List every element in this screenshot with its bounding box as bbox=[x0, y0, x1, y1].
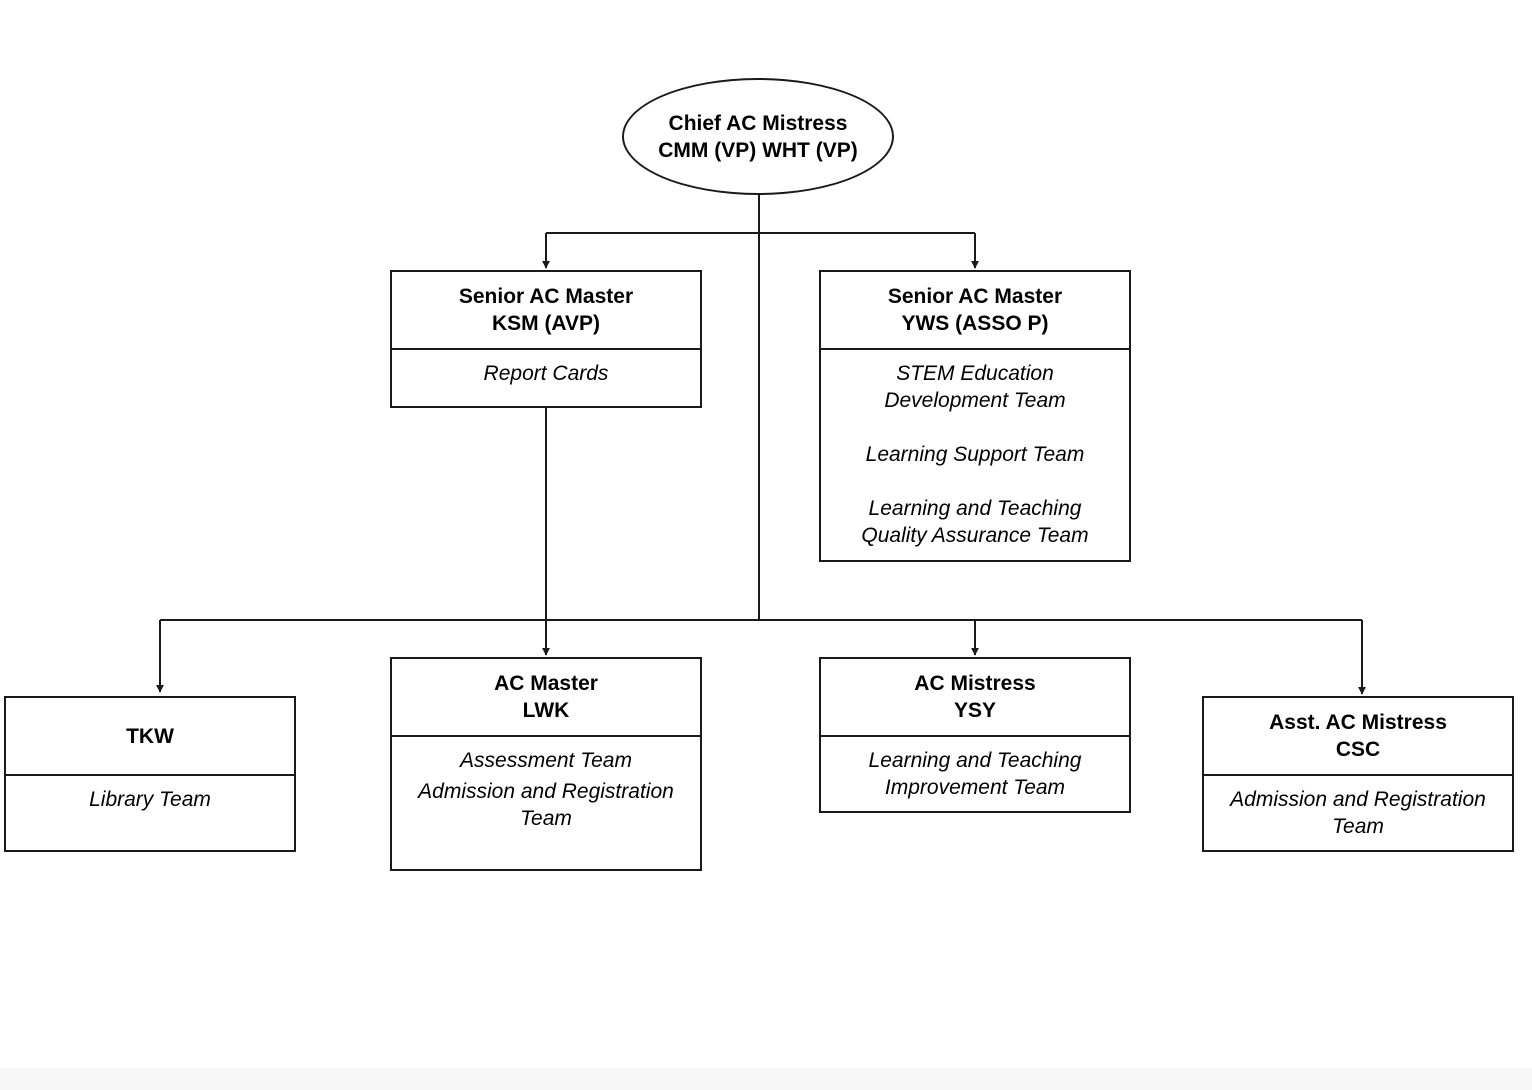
csc-subtitle: CSC bbox=[1335, 738, 1381, 761]
ysy-title: AC Mistress bbox=[914, 672, 1036, 695]
team-label: Library Team bbox=[89, 788, 211, 811]
senior-right-header: Senior AC Master YWS (ASSO P) bbox=[821, 272, 1129, 350]
senior-left-subtitle: KSM (AVP) bbox=[491, 312, 601, 335]
tkw-teams: Library Team bbox=[6, 776, 294, 813]
lwk-title: AC Master bbox=[494, 672, 598, 695]
csc-title: Asst. AC Mistress bbox=[1269, 711, 1447, 734]
bottom-strip bbox=[0, 1068, 1532, 1090]
ysy-subtitle: YSY bbox=[953, 699, 997, 722]
root-node: Chief AC Mistress CMM (VP) WHT (VP) bbox=[622, 78, 894, 195]
senior-right-subtitle: YWS (ASSO P) bbox=[901, 312, 1049, 335]
tkw-node: TKW Library Team bbox=[4, 696, 296, 852]
senior-left-header: Senior AC Master KSM (AVP) bbox=[392, 272, 700, 350]
csc-node: Asst. AC Mistress CSC Admission and Regi… bbox=[1202, 696, 1514, 852]
senior-right-title: Senior AC Master bbox=[887, 285, 1063, 308]
lwk-node: AC Master LWK Assessment Team Admission … bbox=[390, 657, 702, 871]
tkw-title: TKW bbox=[126, 724, 174, 748]
senior-left-node: Senior AC Master KSM (AVP) Report Cards bbox=[390, 270, 702, 408]
lwk-teams: Assessment Team Admission and Registrati… bbox=[392, 737, 700, 832]
lwk-subtitle: LWK bbox=[522, 699, 570, 722]
root-subtitle: CMM (VP) WHT (VP) bbox=[658, 138, 858, 162]
csc-header: Asst. AC Mistress CSC bbox=[1204, 698, 1512, 776]
senior-left-teams: Report Cards bbox=[392, 350, 700, 387]
tkw-header: TKW bbox=[6, 698, 294, 776]
senior-left-title: Senior AC Master bbox=[458, 285, 634, 308]
lwk-header: AC Master LWK bbox=[392, 659, 700, 737]
team-label: Report Cards bbox=[483, 362, 609, 385]
root-title: Chief AC Mistress bbox=[668, 111, 848, 135]
ysy-header: AC Mistress YSY bbox=[821, 659, 1129, 737]
team-label: Learning Support Team bbox=[865, 443, 1085, 466]
senior-right-node: Senior AC Master YWS (ASSO P) STEM Educa… bbox=[819, 270, 1131, 562]
team-label: Assessment Team bbox=[460, 749, 632, 772]
